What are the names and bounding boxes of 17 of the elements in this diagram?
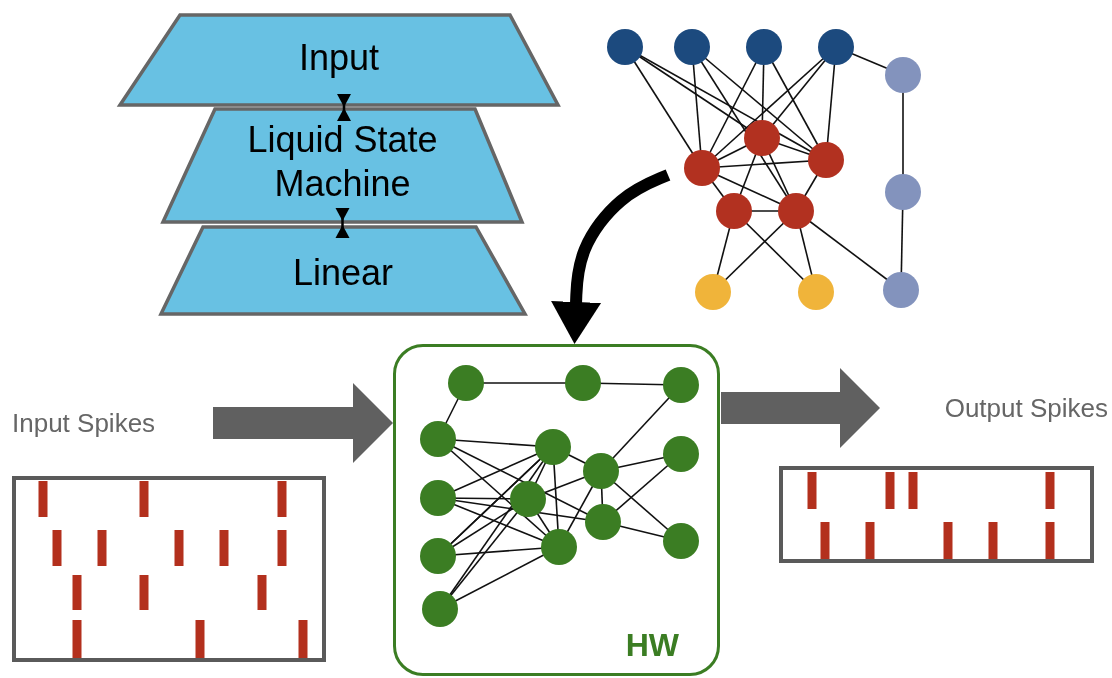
block-arrow (721, 368, 880, 448)
spikes-label: Output Spikes (943, 392, 1108, 425)
layer-trapezoid (118, 13, 560, 107)
spikes-label: Input Spikes (12, 407, 157, 440)
curved-arrow (551, 169, 671, 344)
layer-label: Linear (291, 253, 395, 293)
layer-trapezoid (160, 106, 525, 224)
layer-label: Liquid State Machine (246, 118, 439, 206)
layer-trapezoid (158, 224, 528, 316)
spike-raster-box (12, 476, 326, 662)
hardware-box (393, 344, 720, 676)
hardware-label: HW (625, 627, 679, 663)
spike-raster-box (779, 466, 1094, 563)
layer-label: Input (297, 38, 381, 78)
block-arrow (213, 383, 393, 463)
double-arrow (337, 94, 351, 121)
double-arrow (335, 208, 350, 238)
